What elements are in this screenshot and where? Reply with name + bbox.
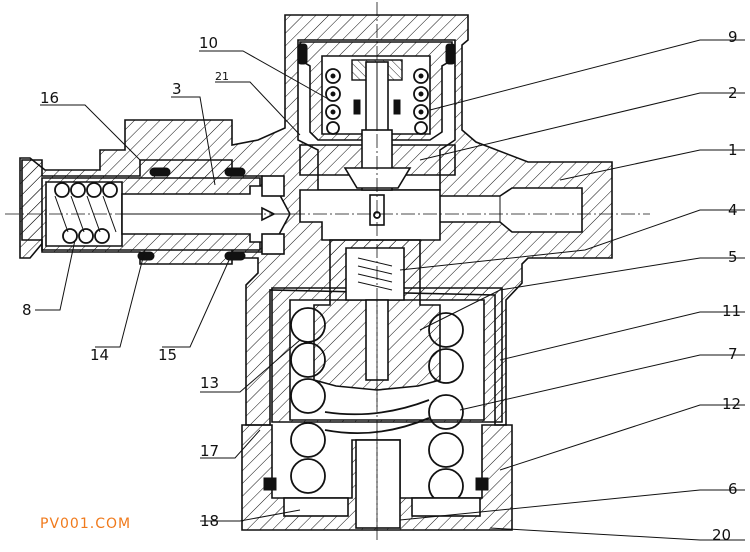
label-16: 16 [40,89,59,107]
label-12: 12 [722,395,741,413]
label-2: 2 [728,84,738,102]
leader-lines [35,39,745,541]
watermark-text: PV001.COM [40,516,131,532]
label-13: 13 [200,374,219,392]
part-labels: 1 2 3 4 5 6 7 8 9 10 11 12 13 14 15 16 1… [22,28,741,544]
upper-spring-coils [325,68,429,135]
main-spring-coils [290,307,464,504]
label-5: 5 [728,248,738,266]
label-6: 6 [728,480,738,498]
label-4: 4 [728,201,738,219]
label-17: 17 [200,442,219,460]
label-1: 1 [728,141,738,159]
label-11: 11 [722,302,741,320]
label-21: 21 [215,70,229,83]
label-7: 7 [728,345,738,363]
label-15: 15 [158,346,177,364]
label-10: 10 [199,34,218,52]
label-8: 8 [22,301,32,319]
label-20: 20 [712,526,731,544]
label-18: 18 [200,512,219,530]
inlet-assembly [21,159,291,265]
label-3: 3 [172,80,182,98]
label-9: 9 [728,28,738,46]
label-14: 14 [90,346,109,364]
